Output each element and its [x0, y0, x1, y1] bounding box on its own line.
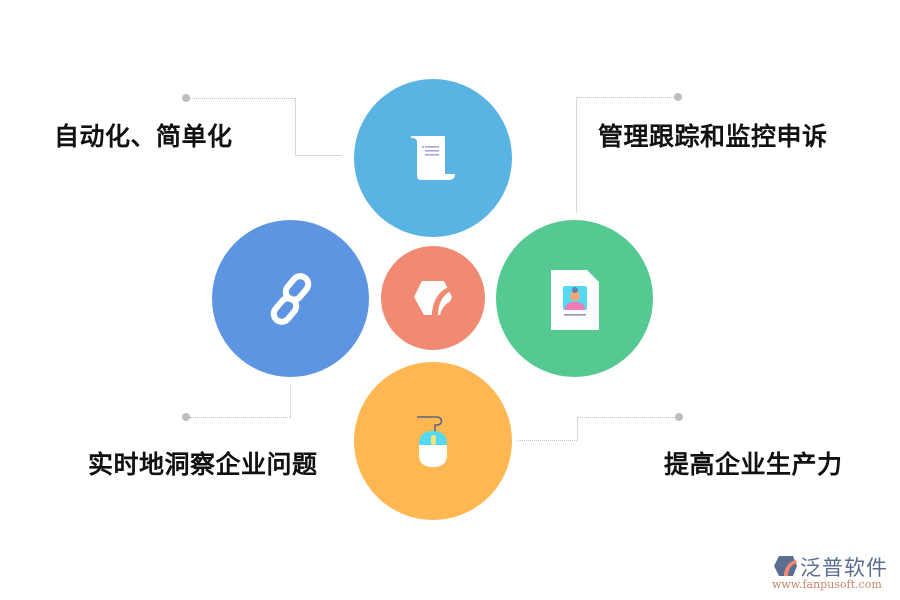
watermark-logo: 泛普软件 www.fanpusoft.com: [768, 552, 893, 594]
node-productivity: [354, 362, 512, 520]
scroll-document-icon: [405, 130, 461, 186]
label-productivity: 提高企业生产力: [664, 450, 843, 479]
node-center-brand: [381, 246, 485, 350]
connector-line: [190, 417, 290, 418]
node-automation: [354, 79, 512, 237]
chain-link-icon: [259, 267, 323, 331]
connector-line: [295, 98, 296, 155]
connector-dot-productivity: [675, 413, 683, 421]
connector-line: [190, 98, 295, 99]
connector-line: [290, 384, 291, 417]
node-tracking: [496, 220, 653, 377]
profile-card-icon: [549, 268, 601, 330]
connector-line: [577, 417, 675, 418]
watermark-brand: 泛普软件: [800, 556, 888, 580]
computer-mouse-icon: [411, 411, 455, 471]
connector-dot-insight: [182, 413, 190, 421]
label-automation: 自动化、简单化: [54, 122, 233, 151]
label-insight: 实时地洞察企业问题: [88, 450, 318, 479]
connector-line: [518, 440, 577, 441]
connector-line: [577, 417, 578, 440]
connector-dot-automation: [182, 94, 190, 102]
connector-line: [576, 97, 674, 98]
connector-line: [576, 97, 577, 213]
fanpu-logo-icon: [772, 554, 798, 578]
watermark-url: www.fanpusoft.com: [772, 578, 882, 591]
node-insight: [212, 220, 369, 377]
brand-leaf-hexagon-icon: [410, 275, 456, 321]
label-tracking: 管理跟踪和监控申诉: [598, 122, 828, 151]
connector-line: [295, 155, 342, 156]
connector-dot-tracking: [674, 93, 682, 101]
